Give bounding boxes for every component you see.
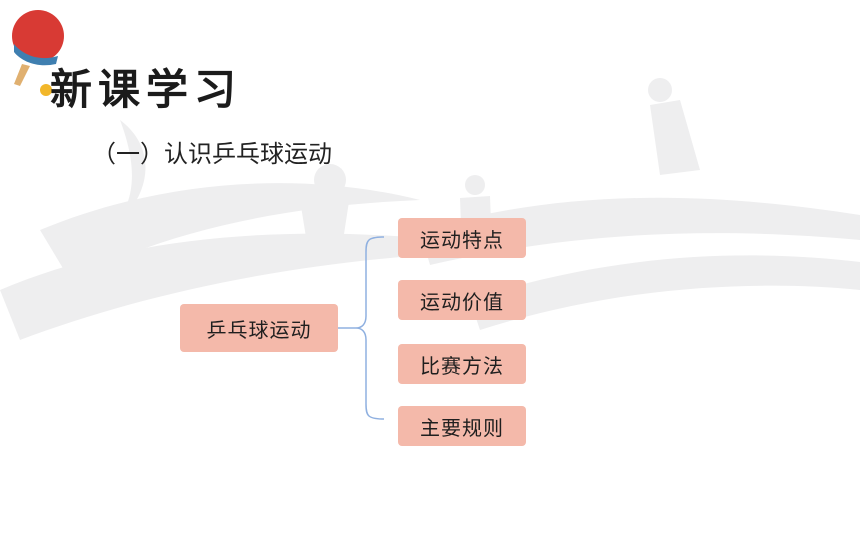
mindmap-root-node: 乒乓球运动 — [180, 304, 338, 352]
mindmap-node-rules: 主要规则 — [398, 406, 526, 446]
section-subtitle: （一）认识乒乓球运动 — [92, 140, 332, 168]
mindmap-node-features: 运动特点 — [398, 218, 526, 258]
page-title: 新课学习 — [50, 65, 243, 114]
mindmap-node-value: 运动价值 — [398, 280, 526, 320]
mindmap-node-match-method: 比赛方法 — [398, 344, 526, 384]
ping-pong-paddle-icon — [12, 10, 64, 96]
